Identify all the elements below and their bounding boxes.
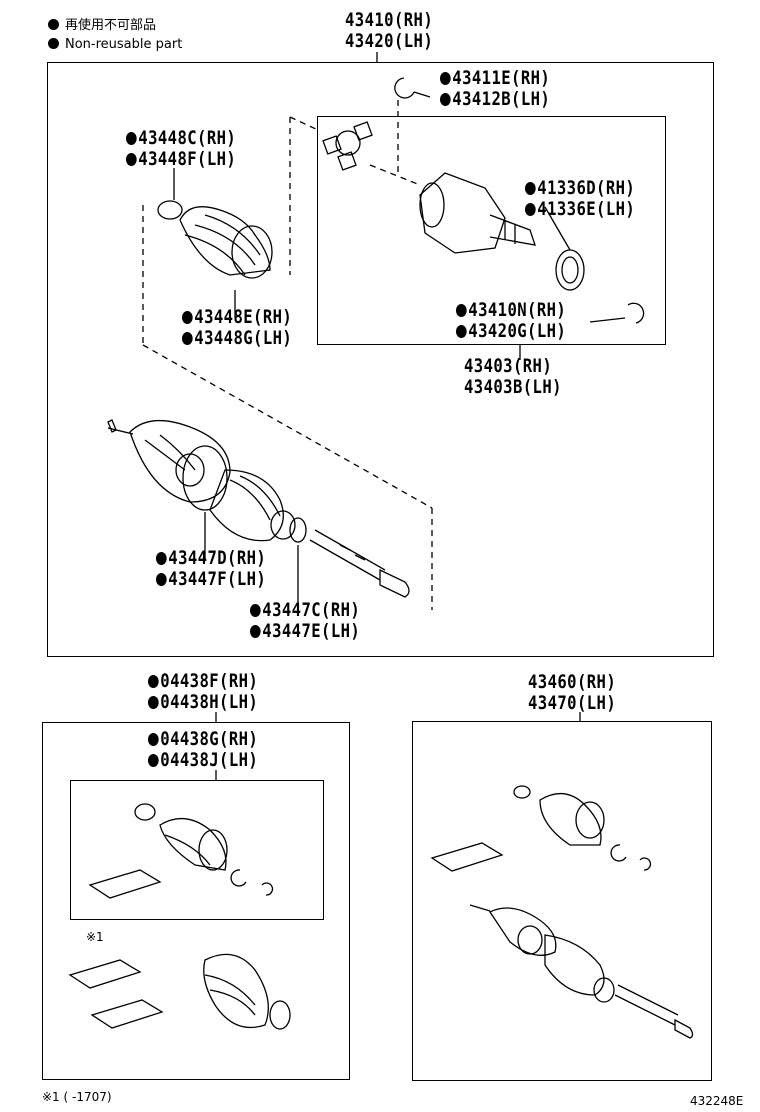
non-reusable-icon xyxy=(126,132,137,145)
non-reusable-icon xyxy=(182,332,193,345)
non-reusable-icon xyxy=(156,552,167,565)
tripod-icon xyxy=(322,121,373,171)
outboard-joint-number-lh[interactable]: 43470(LH) xyxy=(528,692,617,714)
part-snap-ring-inner-lh[interactable]: 43420G(LH) xyxy=(456,321,566,342)
part-inboard-joint-lh[interactable]: 43403B(LH) xyxy=(464,376,562,398)
part-boot-clamp-small-lh[interactable]: 43448F(LH) xyxy=(126,149,236,170)
non-reusable-icon xyxy=(148,696,159,709)
diagram-id: 432248E xyxy=(690,1094,744,1108)
non-reusable-icon xyxy=(182,311,193,324)
non-reusable-icon xyxy=(148,754,159,767)
part-boot-clamp-outer-rh[interactable]: 43447D(RH) xyxy=(156,548,266,569)
non-reusable-icon xyxy=(148,733,159,746)
boot-kit-number-lh[interactable]: 04438H(LH) xyxy=(148,692,258,713)
outboard-joint-frame xyxy=(412,721,712,1081)
part-boot-clamp-large-lh[interactable]: 43448G(LH) xyxy=(182,328,292,349)
main-assembly-frame xyxy=(47,62,714,657)
boot-kit-inner-number-rh[interactable]: 04438G(RH) xyxy=(148,729,258,750)
boot-large-icon xyxy=(203,953,291,1030)
part-dust-seal-rh[interactable]: 41336D(RH) xyxy=(525,178,635,199)
non-reusable-icon xyxy=(250,625,261,638)
bullet-icon xyxy=(48,38,59,49)
inboard-housing-icon xyxy=(419,172,536,254)
non-reusable-icon xyxy=(156,573,167,586)
part-snap-ring-outer-lh[interactable]: 43412B(LH) xyxy=(440,89,550,110)
non-reusable-icon xyxy=(525,182,536,195)
part-boot-clamp-small-rh[interactable]: 43448C(RH) xyxy=(126,128,236,149)
boot-kit-frame xyxy=(42,722,350,1080)
grease-pack-icon xyxy=(68,959,164,1029)
boot-clamp-small-icon xyxy=(157,200,183,220)
drive-shaft-icon xyxy=(107,419,410,598)
snap-ring-inner-icon xyxy=(627,302,645,324)
boot-upper-icon xyxy=(179,206,273,279)
non-reusable-icon xyxy=(148,675,159,688)
legend-row-jp: 再使用不可部品 xyxy=(48,14,182,33)
boot-kit-number-rh[interactable]: 04438F(RH) xyxy=(148,671,258,692)
boot-kit-parts-icon xyxy=(88,803,274,899)
boot-kit-inner-number-lh[interactable]: 04438J(LH) xyxy=(148,750,258,771)
part-boot-clamp-outer-lh[interactable]: 43447F(LH) xyxy=(156,569,266,590)
legend-row-en: Non-reusable part xyxy=(48,37,182,52)
assembly-number-rh[interactable]: 43410(RH) xyxy=(345,9,434,31)
part-inboard-joint-rh[interactable]: 43403(RH) xyxy=(464,355,553,377)
non-reusable-icon xyxy=(126,153,137,166)
non-reusable-icon xyxy=(525,203,536,216)
boot-kit-inner-frame xyxy=(70,780,324,920)
part-boot-clamp-inner-lh[interactable]: 43447E(LH) xyxy=(250,621,360,642)
non-reusable-icon xyxy=(250,604,261,617)
inboard-joint-frame xyxy=(317,116,666,345)
part-dust-seal-lh[interactable]: 41336E(LH) xyxy=(525,199,635,220)
part-snap-ring-outer-rh[interactable]: 43411E(RH) xyxy=(440,68,550,89)
snap-ring-outer-icon xyxy=(394,77,415,99)
part-boot-clamp-large-rh[interactable]: 43448E(RH) xyxy=(182,307,292,328)
part-boot-clamp-inner-rh[interactable]: 43447C(RH) xyxy=(250,600,360,621)
bullet-icon xyxy=(48,19,59,30)
outboard-parts-icon xyxy=(430,785,694,1039)
footnote: ※1 ( -1707) xyxy=(42,1090,112,1104)
non-reusable-icon xyxy=(456,325,467,338)
non-reusable-icon xyxy=(440,72,451,85)
legend: 再使用不可部品 Non-reusable part xyxy=(48,14,182,52)
outboard-joint-number-rh[interactable]: 43460(RH) xyxy=(528,671,617,693)
non-reusable-icon xyxy=(456,304,467,317)
assembly-number-lh[interactable]: 43420(LH) xyxy=(345,30,434,52)
dust-seal-icon xyxy=(555,249,585,291)
note-mark: ※1 xyxy=(86,930,104,944)
non-reusable-icon xyxy=(440,93,451,106)
part-snap-ring-inner-rh[interactable]: 43410N(RH) xyxy=(456,300,566,321)
